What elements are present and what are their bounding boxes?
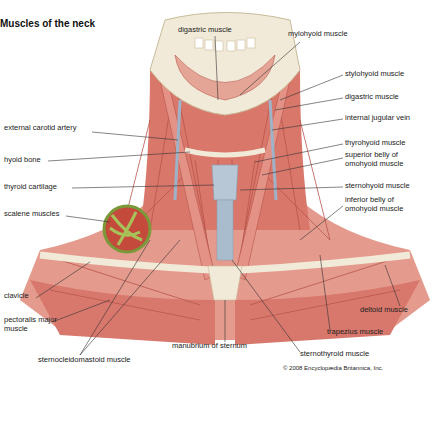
part-label: thyrohyoid muscle bbox=[345, 139, 440, 148]
part-label: superior belly of omohyoid muscle bbox=[345, 151, 425, 168]
hyoid-bone bbox=[185, 150, 265, 155]
part-label: hyoid bone bbox=[4, 156, 64, 165]
scalene-inset bbox=[104, 206, 150, 252]
part-label: © 2008 Encyclopædia Britannica, Inc. bbox=[283, 364, 443, 373]
part-label: sternothyroid muscle bbox=[300, 350, 400, 359]
part-label: digastric muscle bbox=[345, 93, 440, 102]
part-label: trapezius muscle bbox=[327, 328, 417, 337]
part-label: stylohyoid muscle bbox=[345, 70, 440, 79]
part-label: inferior belly of omohyoid muscle bbox=[345, 196, 425, 213]
pectoralis-left bbox=[30, 280, 215, 345]
part-label: sternocleidomastoid muscle bbox=[38, 356, 168, 365]
diagram-title: Muscles of the neck bbox=[0, 18, 95, 29]
part-label: deltoid muscle bbox=[360, 306, 440, 315]
part-label: thyroid cartilage bbox=[4, 183, 84, 192]
carotid-artery bbox=[175, 100, 180, 200]
manubrium bbox=[208, 266, 242, 300]
part-label: external carotid artery bbox=[4, 124, 104, 133]
thyroid-cartilage bbox=[212, 165, 238, 200]
part-label: internal jugular vein bbox=[345, 114, 445, 123]
part-label: clavicle bbox=[4, 292, 54, 301]
part-label: pectoralis major muscle bbox=[4, 316, 72, 333]
clavicle-right bbox=[240, 255, 410, 270]
part-label: manubrium of sternum bbox=[172, 342, 272, 351]
part-label: sternohyoid muscle bbox=[345, 182, 440, 191]
part-label: scalene muscles bbox=[4, 210, 74, 219]
jugular-vein bbox=[270, 100, 276, 200]
trachea bbox=[217, 200, 233, 260]
teeth bbox=[195, 38, 255, 51]
clavicle-left bbox=[40, 255, 210, 270]
skull-base bbox=[150, 13, 300, 116]
part-label: digastric muscle bbox=[178, 26, 248, 35]
part-label: mylohyoid muscle bbox=[288, 30, 368, 39]
scalene-fibres bbox=[110, 212, 142, 245]
